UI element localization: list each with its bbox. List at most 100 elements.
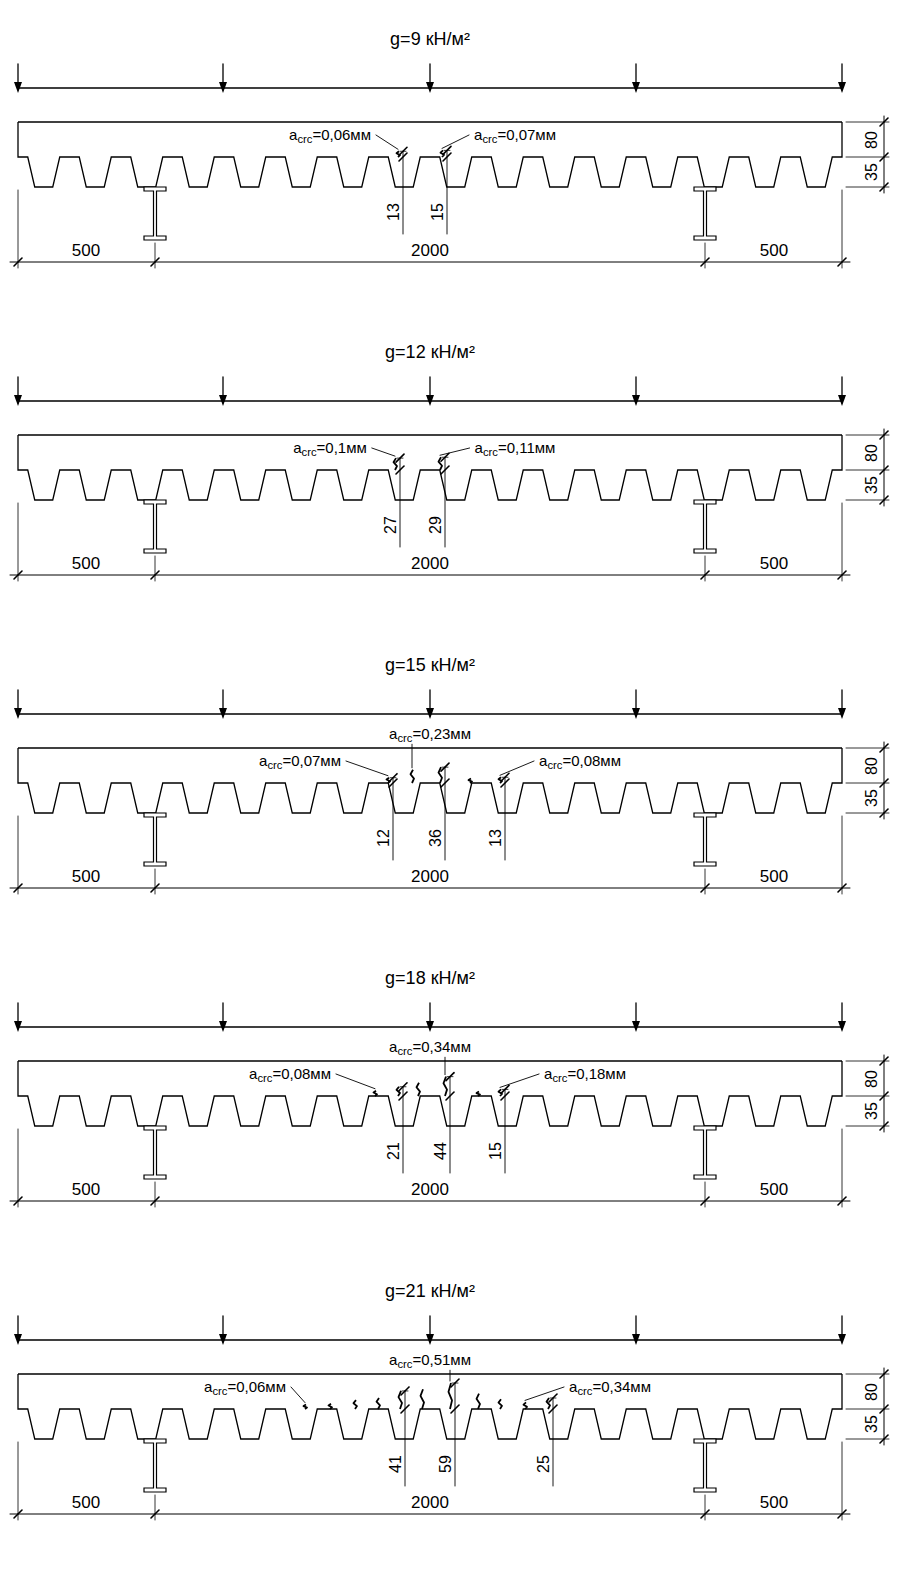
crack-depth-label: 44 [432,1142,450,1160]
dimension-line [405,1391,406,1486]
dimension-line [10,1514,850,1515]
dimension-tick [401,1387,409,1395]
dimension-tick [441,763,449,771]
load-arrow-shaft [17,1003,18,1023]
dimension-tick [838,1197,846,1205]
dimension-label: 500 [72,1494,100,1513]
load-arrow-shaft [635,1003,636,1023]
load-arrow-shaft [222,690,223,710]
dimension-tick [701,884,709,892]
steel-beam [144,187,166,240]
dimension-label: 80 [863,131,881,149]
load-arrow-shaft [17,1316,18,1336]
dimension-tick [14,258,22,266]
extension-line [705,556,706,581]
steel-beam [144,813,166,866]
load-arrow-head [426,82,434,93]
leader-line [412,744,413,768]
crack [439,457,443,470]
crack-width-label: acrc=0,34мм [387,1039,473,1056]
dimension-tick [880,466,888,474]
crack-depth-label: 25 [535,1455,553,1473]
load-arrow-head [426,708,434,719]
dimension-tick [151,884,159,892]
dimension-label: 35 [863,1415,881,1433]
crack-depth-label: 59 [437,1455,455,1473]
dimension-label: 2000 [411,1181,449,1200]
extension-line [18,1129,19,1207]
dimension-tick [880,118,888,126]
load-arrow-shaft [222,1003,223,1023]
crack [499,1399,503,1409]
dimension-line [10,262,850,263]
crack-width-label: acrc=0,51мм [387,1352,473,1369]
dimension-label: 500 [72,242,100,261]
load-arrow-shaft [222,64,223,84]
profiled-deck [18,748,842,813]
dimension-tick [443,153,451,161]
load-arrow-shaft [17,64,18,84]
dimension-tick [880,1405,888,1413]
crack-width-label: acrc=0,23мм [387,726,473,743]
load-arrow-head [838,395,846,406]
steel-beam [694,1126,716,1179]
load-arrow-shaft [429,1003,430,1023]
dimension-tick [880,183,888,191]
crack [469,779,473,783]
dimension-label: 80 [863,1383,881,1401]
extension-line [18,1442,19,1520]
dimension-label: 500 [760,555,788,574]
crack [547,1398,551,1409]
crack-width-label: acrc=0,08мм [247,1066,333,1083]
crack [329,1404,333,1409]
load-arrow-head [632,82,640,93]
load-arrow-head [838,1334,846,1345]
crack [411,770,415,783]
load-arrow-head [426,395,434,406]
steel-beam [694,500,716,553]
profiled-deck [18,435,842,500]
dimension-label: 2000 [411,555,449,574]
dimension-tick [838,258,846,266]
dimension-tick [151,1510,159,1518]
dimension-tick [446,1092,454,1100]
crack [354,1400,358,1409]
dimension-tick [880,1122,888,1130]
load-arrow-head [14,1021,22,1032]
slab-top [18,434,842,435]
dimension-line [450,1077,451,1173]
dimension-tick [880,779,888,787]
dimension-tick [880,1435,888,1443]
load-arrow-shaft [17,377,18,397]
dimension-label: 500 [760,242,788,261]
load-arrow-head [426,1021,434,1032]
extension-line [18,816,19,894]
dimension-tick [549,1394,557,1402]
dimension-tick [701,258,709,266]
dimension-label: 500 [760,868,788,887]
crack-width-label: acrc=0,34мм [567,1379,653,1396]
crack-width-label: acrc=0,1мм [291,440,369,457]
dimension-label: 500 [760,1494,788,1513]
dimension-line [884,429,885,506]
dimension-line [10,888,850,889]
dimension-tick [880,431,888,439]
dimension-tick [389,779,397,787]
dimension-line [447,150,448,234]
crack [477,1394,481,1409]
leader-line [346,761,388,776]
load-arrow-shaft [635,64,636,84]
dimension-line [393,778,394,860]
extension-line [18,503,19,581]
crack-width-label: acrc=0,18мм [542,1066,628,1083]
dimension-label: 35 [863,476,881,494]
slab-top [18,121,842,122]
load-label: g=15 кН/м² [385,656,475,676]
load-arrow-head [14,1334,22,1345]
dimension-label: 80 [863,1070,881,1088]
dimension-tick [880,809,888,817]
crack [477,1092,481,1096]
crack [524,1402,528,1409]
